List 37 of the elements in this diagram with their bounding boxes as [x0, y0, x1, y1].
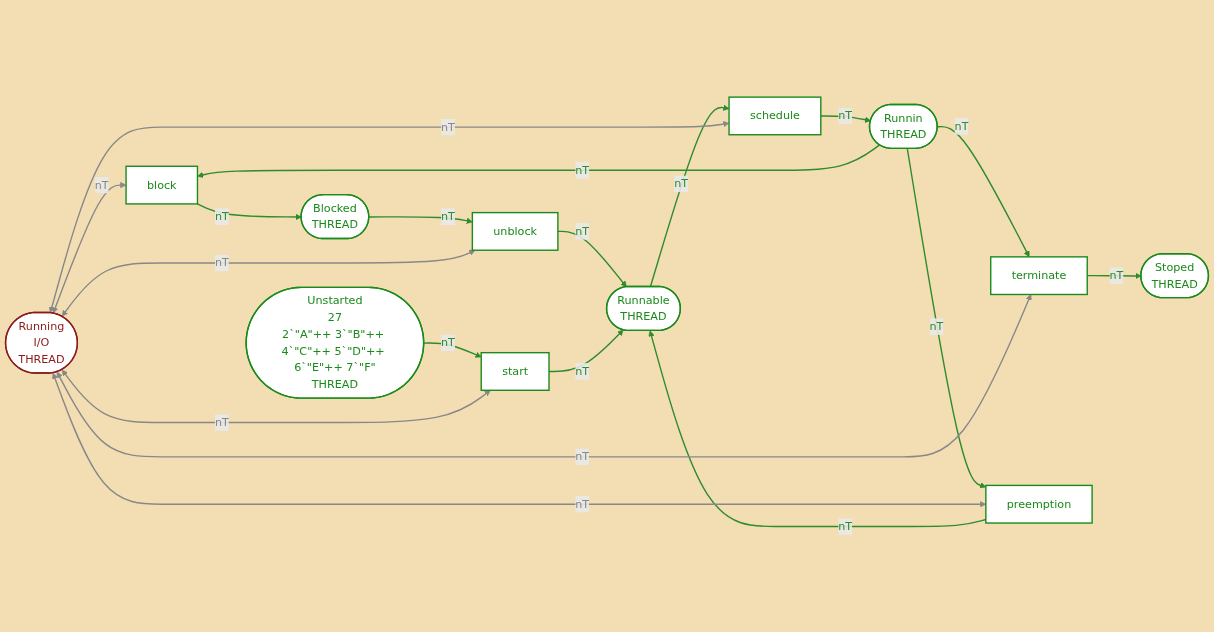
- edge-label: nT: [214, 415, 229, 429]
- arrow: [557, 230, 627, 288]
- arrow: [61, 249, 476, 317]
- arrow: [197, 144, 881, 178]
- edge-label: nT: [838, 519, 853, 533]
- node-box: start: [480, 351, 550, 391]
- arrow: [48, 121, 730, 313]
- edge-label: nT: [674, 177, 689, 191]
- node-box: block: [125, 165, 199, 205]
- edge-label: nT: [441, 209, 455, 223]
- arrow: [196, 203, 302, 220]
- edge-label: nT: [929, 319, 944, 333]
- node-box: schedule: [728, 96, 822, 136]
- edge-label: nT: [94, 178, 109, 192]
- arrow: [52, 182, 127, 314]
- edge-label: nT: [954, 119, 969, 133]
- arrow: [649, 104, 730, 288]
- node-box: unblock: [471, 211, 559, 251]
- edge-label: nT: [214, 209, 229, 223]
- edge-label: nT: [838, 108, 853, 123]
- arrow: [61, 369, 491, 424]
- node-box: terminate: [990, 256, 1088, 296]
- edge-label: nT: [575, 163, 590, 177]
- edge-label: nT: [575, 449, 590, 464]
- edge-label: nT: [575, 497, 590, 511]
- arrow: [368, 216, 473, 224]
- edge-label: nT: [575, 224, 590, 238]
- arrow: [423, 342, 482, 358]
- edge-label: nT: [575, 364, 590, 378]
- edge-label: nT: [441, 120, 455, 134]
- edge-label: nT: [1109, 268, 1124, 282]
- arrow: [56, 294, 1032, 458]
- edge-label: nT: [441, 335, 455, 350]
- arrow: [906, 148, 987, 489]
- node-box: preemption: [985, 484, 1093, 524]
- arrow: [820, 115, 871, 123]
- edge-label: nT: [214, 255, 229, 270]
